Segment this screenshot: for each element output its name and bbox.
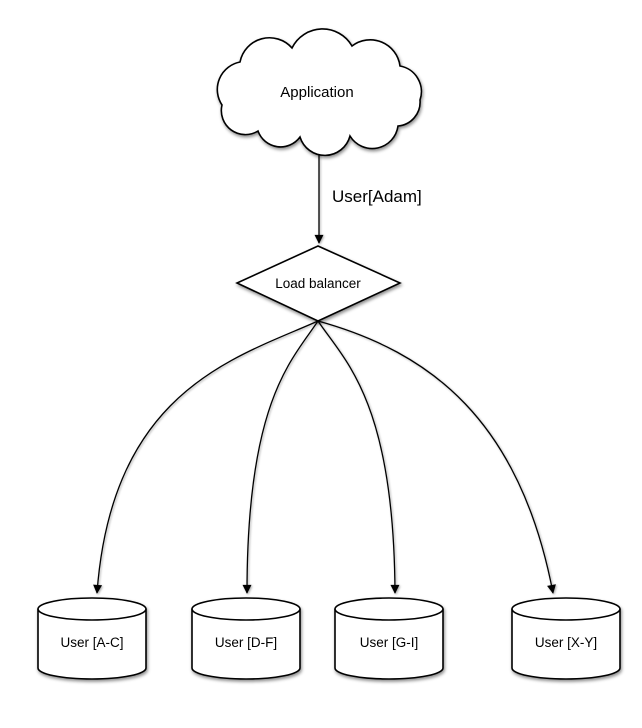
shard-label-4: User [X-Y] — [535, 635, 597, 650]
arrow-loadbalancer-to-shard-3 — [317, 320, 400, 594]
edge-label-user-adam: User[Adam] — [332, 187, 422, 206]
database-cylinder-top — [334, 597, 444, 621]
shard-label-2: User [D-F] — [215, 635, 277, 650]
database-cylinder-icon — [37, 609, 147, 680]
application-cloud-node — [216, 28, 423, 157]
shard-label-3: User [G-I] — [360, 635, 419, 650]
database-cylinder-icon — [334, 609, 444, 680]
edges — [93, 150, 556, 594]
database-cylinder-top — [191, 597, 301, 621]
application-label: Application — [280, 84, 353, 101]
diamond-icon — [235, 245, 402, 322]
shard-node-4 — [511, 597, 621, 680]
database-cylinder-icon — [511, 609, 621, 680]
load-balancer-label: Load balancer — [275, 276, 361, 291]
database-cylinder-top — [511, 597, 621, 621]
labels: Application User[Adam] Load balancer Use… — [60, 84, 597, 650]
load-balancer-node — [235, 245, 402, 322]
shard-node-3 — [334, 597, 444, 680]
cloud-icon — [216, 28, 423, 157]
database-cylinder-top — [37, 597, 147, 621]
shard-node-2 — [191, 597, 301, 680]
arrow-loadbalancer-to-shard-4 — [317, 320, 556, 594]
shard-node-1 — [37, 597, 147, 680]
database-cylinder-icon — [191, 609, 301, 680]
shard-label-1: User [A-C] — [60, 635, 123, 650]
arrow-loadbalancer-to-shard-2 — [242, 320, 319, 594]
arrow-loadbalancer-to-shard-1 — [93, 320, 319, 594]
